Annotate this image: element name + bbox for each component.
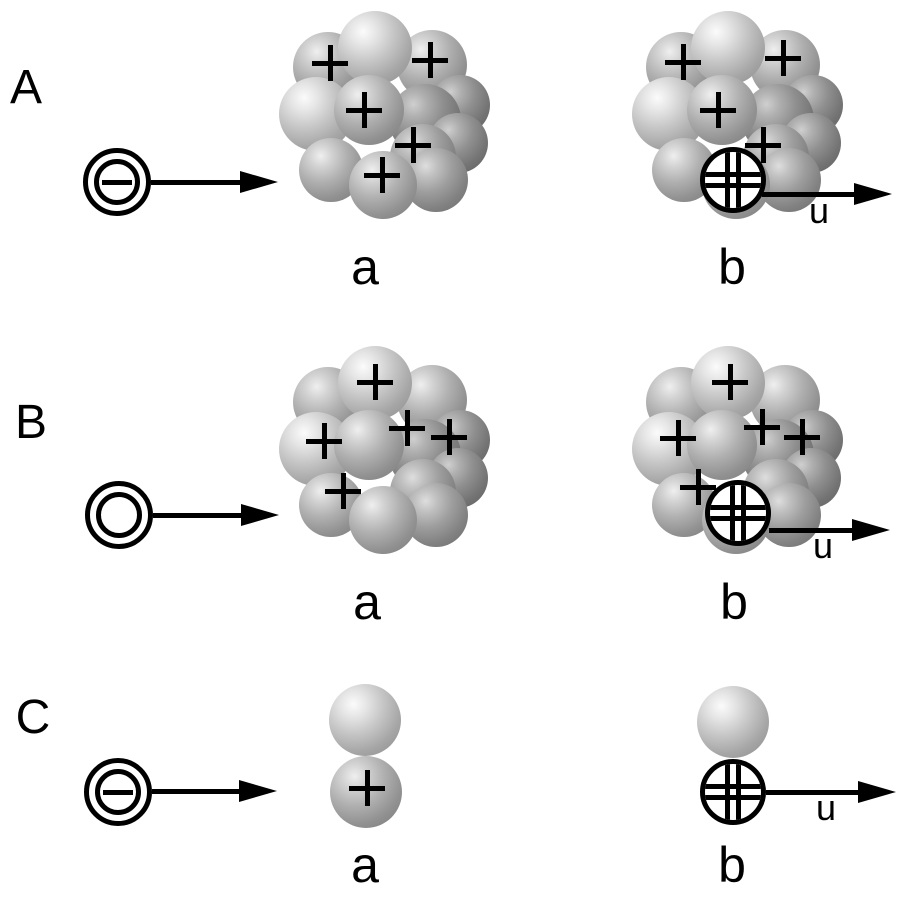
group-label-b: b [718,239,746,295]
electron-symbol [83,148,151,216]
hatch-line [705,183,761,188]
plus-sign [312,45,348,81]
plus-sign [364,157,400,193]
plus-sign [660,420,696,456]
group-label-b: b [720,574,748,630]
group-label-a: a [351,239,379,295]
hatch-line [710,516,766,521]
velocity-label: u [815,787,837,828]
arrow-head-icon [854,183,892,205]
hatch-line [741,485,746,541]
group-label-a: a [353,574,381,630]
arrow-shaft [153,512,245,518]
plus-sign [745,127,781,163]
hatch-line [736,152,741,208]
velocity-label: u [808,190,830,231]
ejected-nucleon-symbol [700,759,766,825]
plus-sign [306,423,342,459]
plus-sign [325,473,361,509]
hatch-line [705,795,761,800]
nucleon-sphere [687,410,757,480]
nucleon-sphere [697,686,769,758]
plus-sign [346,92,382,128]
arrow-shaft [152,788,243,794]
plus-sign [700,92,736,128]
hatch-line [705,784,761,789]
nucleon-sphere [338,11,412,85]
neutral-particle-symbol [85,481,153,549]
projectile-inner-ring [96,492,142,538]
nucleon-sphere [349,486,417,554]
arrow-shaft [762,191,858,197]
nucleon-sphere [329,684,401,756]
minus-sign [103,789,133,795]
electron-symbol [84,758,152,826]
arrow-shaft [769,527,856,533]
plus-sign [744,409,780,445]
row-label-B: B [14,396,48,449]
arrow-head-icon [852,519,890,541]
plus-sign [349,770,385,806]
arrow-shaft [151,179,244,185]
hatch-line [730,485,735,541]
arrow-head-icon [858,781,896,803]
group-label-b: b [718,837,746,893]
plus-sign [765,40,801,76]
plus-sign [395,127,431,163]
arrow-head-icon [241,504,279,526]
hatch-line [725,764,730,820]
velocity-label: u [812,525,834,566]
plus-sign [680,469,716,505]
arrow-head-icon [239,780,277,802]
hatch-line [705,172,761,177]
plus-sign [389,410,425,446]
hatch-line [725,152,730,208]
arrow-shaft [766,789,862,795]
hatch-line [710,505,766,510]
row-label-A: A [9,61,43,114]
projectile-inner-ring [94,159,140,205]
hatch-line [736,764,741,820]
row-label-C: C [15,691,51,744]
nucleon-sphere [691,11,765,85]
ejected-nucleon-symbol [700,147,766,213]
group-label-a: a [351,837,379,893]
arrow-head-icon [240,171,278,193]
minus-sign [102,179,132,185]
projectile-inner-ring [95,769,141,815]
plus-sign [665,44,701,80]
ejected-nucleon-symbol [705,480,771,546]
plus-sign [784,419,820,455]
plus-sign [431,419,467,455]
plus-sign [357,364,393,400]
plus-sign [712,364,748,400]
plus-sign [412,42,448,78]
nucleon-sphere [334,410,404,480]
